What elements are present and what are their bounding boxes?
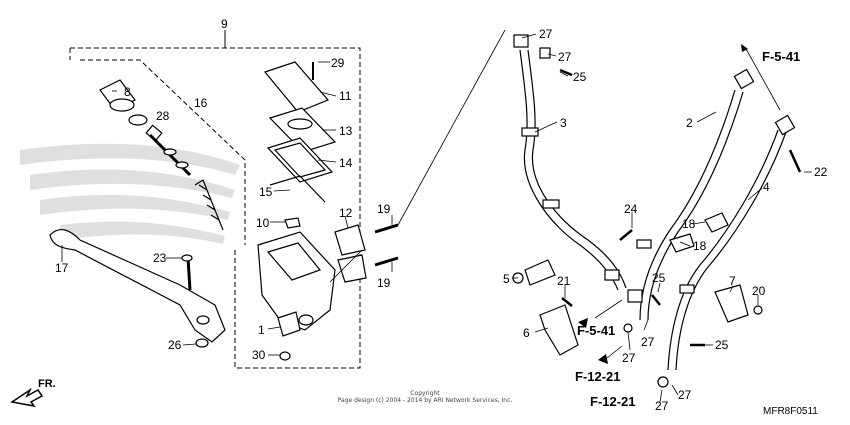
- master-cylinder-parts: [49, 61, 399, 361]
- copyright-line: Page design (c) 2004 - 2014 by ARI Netwo…: [337, 397, 513, 404]
- part-label: 5: [503, 272, 510, 286]
- bolts-right: [559, 68, 802, 347]
- reference-label[interactable]: F-12-21: [575, 369, 621, 384]
- front-arrow-icon: [10, 387, 44, 408]
- part-label: 19: [377, 202, 391, 216]
- part-label: 9: [221, 17, 228, 31]
- part-label: 27: [655, 399, 669, 413]
- part-label: 23: [153, 251, 167, 265]
- part-label: 25: [715, 338, 729, 352]
- part-label: 27: [641, 335, 655, 349]
- part-label: 22: [814, 165, 828, 179]
- copyright-notice: Copyright Page design (c) 2004 - 2014 by…: [300, 390, 550, 404]
- part-label: 30: [252, 348, 266, 362]
- part-label: 28: [156, 109, 170, 123]
- part-label: 11: [339, 89, 352, 103]
- part-label: 10: [256, 216, 270, 230]
- part-label: 27: [678, 388, 692, 402]
- part-label: 19: [377, 276, 391, 290]
- front-direction-label: FR.: [38, 378, 56, 390]
- diagram-code: MFR8F0511: [763, 406, 818, 417]
- part-label: 7: [729, 274, 736, 288]
- part-label: 29: [331, 56, 345, 70]
- part-label: 8: [124, 85, 131, 99]
- hose-fittings: [512, 34, 796, 388]
- part-label: 27: [622, 351, 636, 365]
- leader-lines-right: [512, 33, 812, 403]
- part-label: 20: [752, 284, 766, 298]
- part-label: 25: [573, 70, 587, 84]
- part-label: 1: [258, 323, 265, 337]
- part-label: 4: [763, 180, 770, 194]
- part-label: 12: [339, 206, 353, 220]
- part-label: 18: [682, 217, 696, 231]
- part-label: 13: [339, 124, 353, 138]
- reference-label[interactable]: F-5-41: [762, 49, 801, 64]
- part-label: 14: [339, 156, 353, 170]
- part-label: 27: [558, 50, 572, 64]
- part-label: 27: [539, 27, 553, 41]
- watermark-logo: [20, 143, 240, 244]
- copyright-line: Copyright: [410, 390, 440, 397]
- part-label: 26: [168, 338, 182, 352]
- part-label: 6: [523, 326, 530, 340]
- reference-label[interactable]: F-12-21: [590, 394, 636, 409]
- part-label: 24: [624, 202, 638, 216]
- brake-hoses: [519, 49, 787, 371]
- part-label: 21: [557, 274, 571, 288]
- assembly-outline: [69, 47, 361, 369]
- part-label: 25: [652, 271, 666, 285]
- part-label: 16: [194, 96, 208, 110]
- part-label: 17: [55, 261, 69, 275]
- part-label: 18: [693, 239, 707, 253]
- reference-label[interactable]: F-5-41: [577, 323, 616, 338]
- part-label: 15: [259, 185, 273, 199]
- leader-lines-left: [61, 29, 506, 356]
- part-label: 3: [560, 116, 567, 130]
- part-label: 2: [686, 116, 693, 130]
